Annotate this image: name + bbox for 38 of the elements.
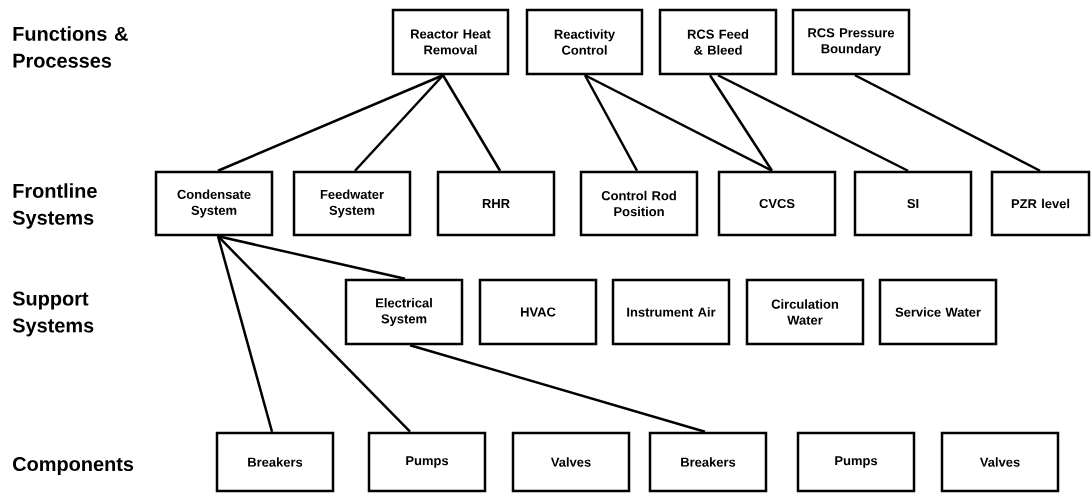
system-box: PZR level	[990, 170, 1091, 237]
system-box: Breakers	[648, 431, 768, 493]
connector-line	[583, 74, 639, 172]
system-box: Feedwater System	[292, 170, 412, 237]
connector-line	[409, 344, 706, 433]
system-box: CVCS	[717, 170, 837, 237]
system-box: Service Water	[878, 278, 998, 346]
system-box: Valves	[511, 431, 631, 493]
system-box: RCS Feed & Bleed	[658, 8, 778, 76]
connector-line	[584, 74, 773, 172]
system-box: Condensate System	[154, 170, 274, 237]
system-box: Valves	[940, 431, 1060, 493]
connector-line	[854, 74, 1041, 172]
row-label: Components	[13, 456, 134, 475]
system-box: RCS Pressure Boundary	[791, 8, 911, 76]
connector-line	[216, 235, 274, 433]
system-box: Control Rod Position	[579, 170, 699, 237]
system-box: Electrical System	[344, 278, 464, 346]
system-box: Pumps	[367, 431, 487, 493]
connector-line	[441, 74, 502, 172]
system-box: Pumps	[796, 431, 916, 493]
system-box: Reactor Heat Removal	[391, 8, 510, 76]
system-box: RHR	[436, 170, 556, 237]
connector-line	[354, 74, 444, 172]
connector-line	[217, 235, 411, 433]
system-box: SI	[853, 170, 973, 237]
system-box: Circulation Water	[745, 278, 865, 346]
system-box: Reactivity Control	[525, 8, 644, 76]
connector-line	[217, 74, 444, 172]
connector-line	[217, 235, 406, 280]
row-label: Support Systems	[12, 291, 94, 337]
row-label: Frontline Systems	[12, 183, 97, 229]
system-box: HVAC	[478, 278, 598, 346]
system-box: Breakers	[215, 431, 335, 493]
row-label: Functions & Processes	[13, 26, 128, 68]
connector-line	[717, 74, 909, 172]
connector-line	[708, 74, 774, 172]
system-box: Instrument Air	[611, 278, 731, 346]
